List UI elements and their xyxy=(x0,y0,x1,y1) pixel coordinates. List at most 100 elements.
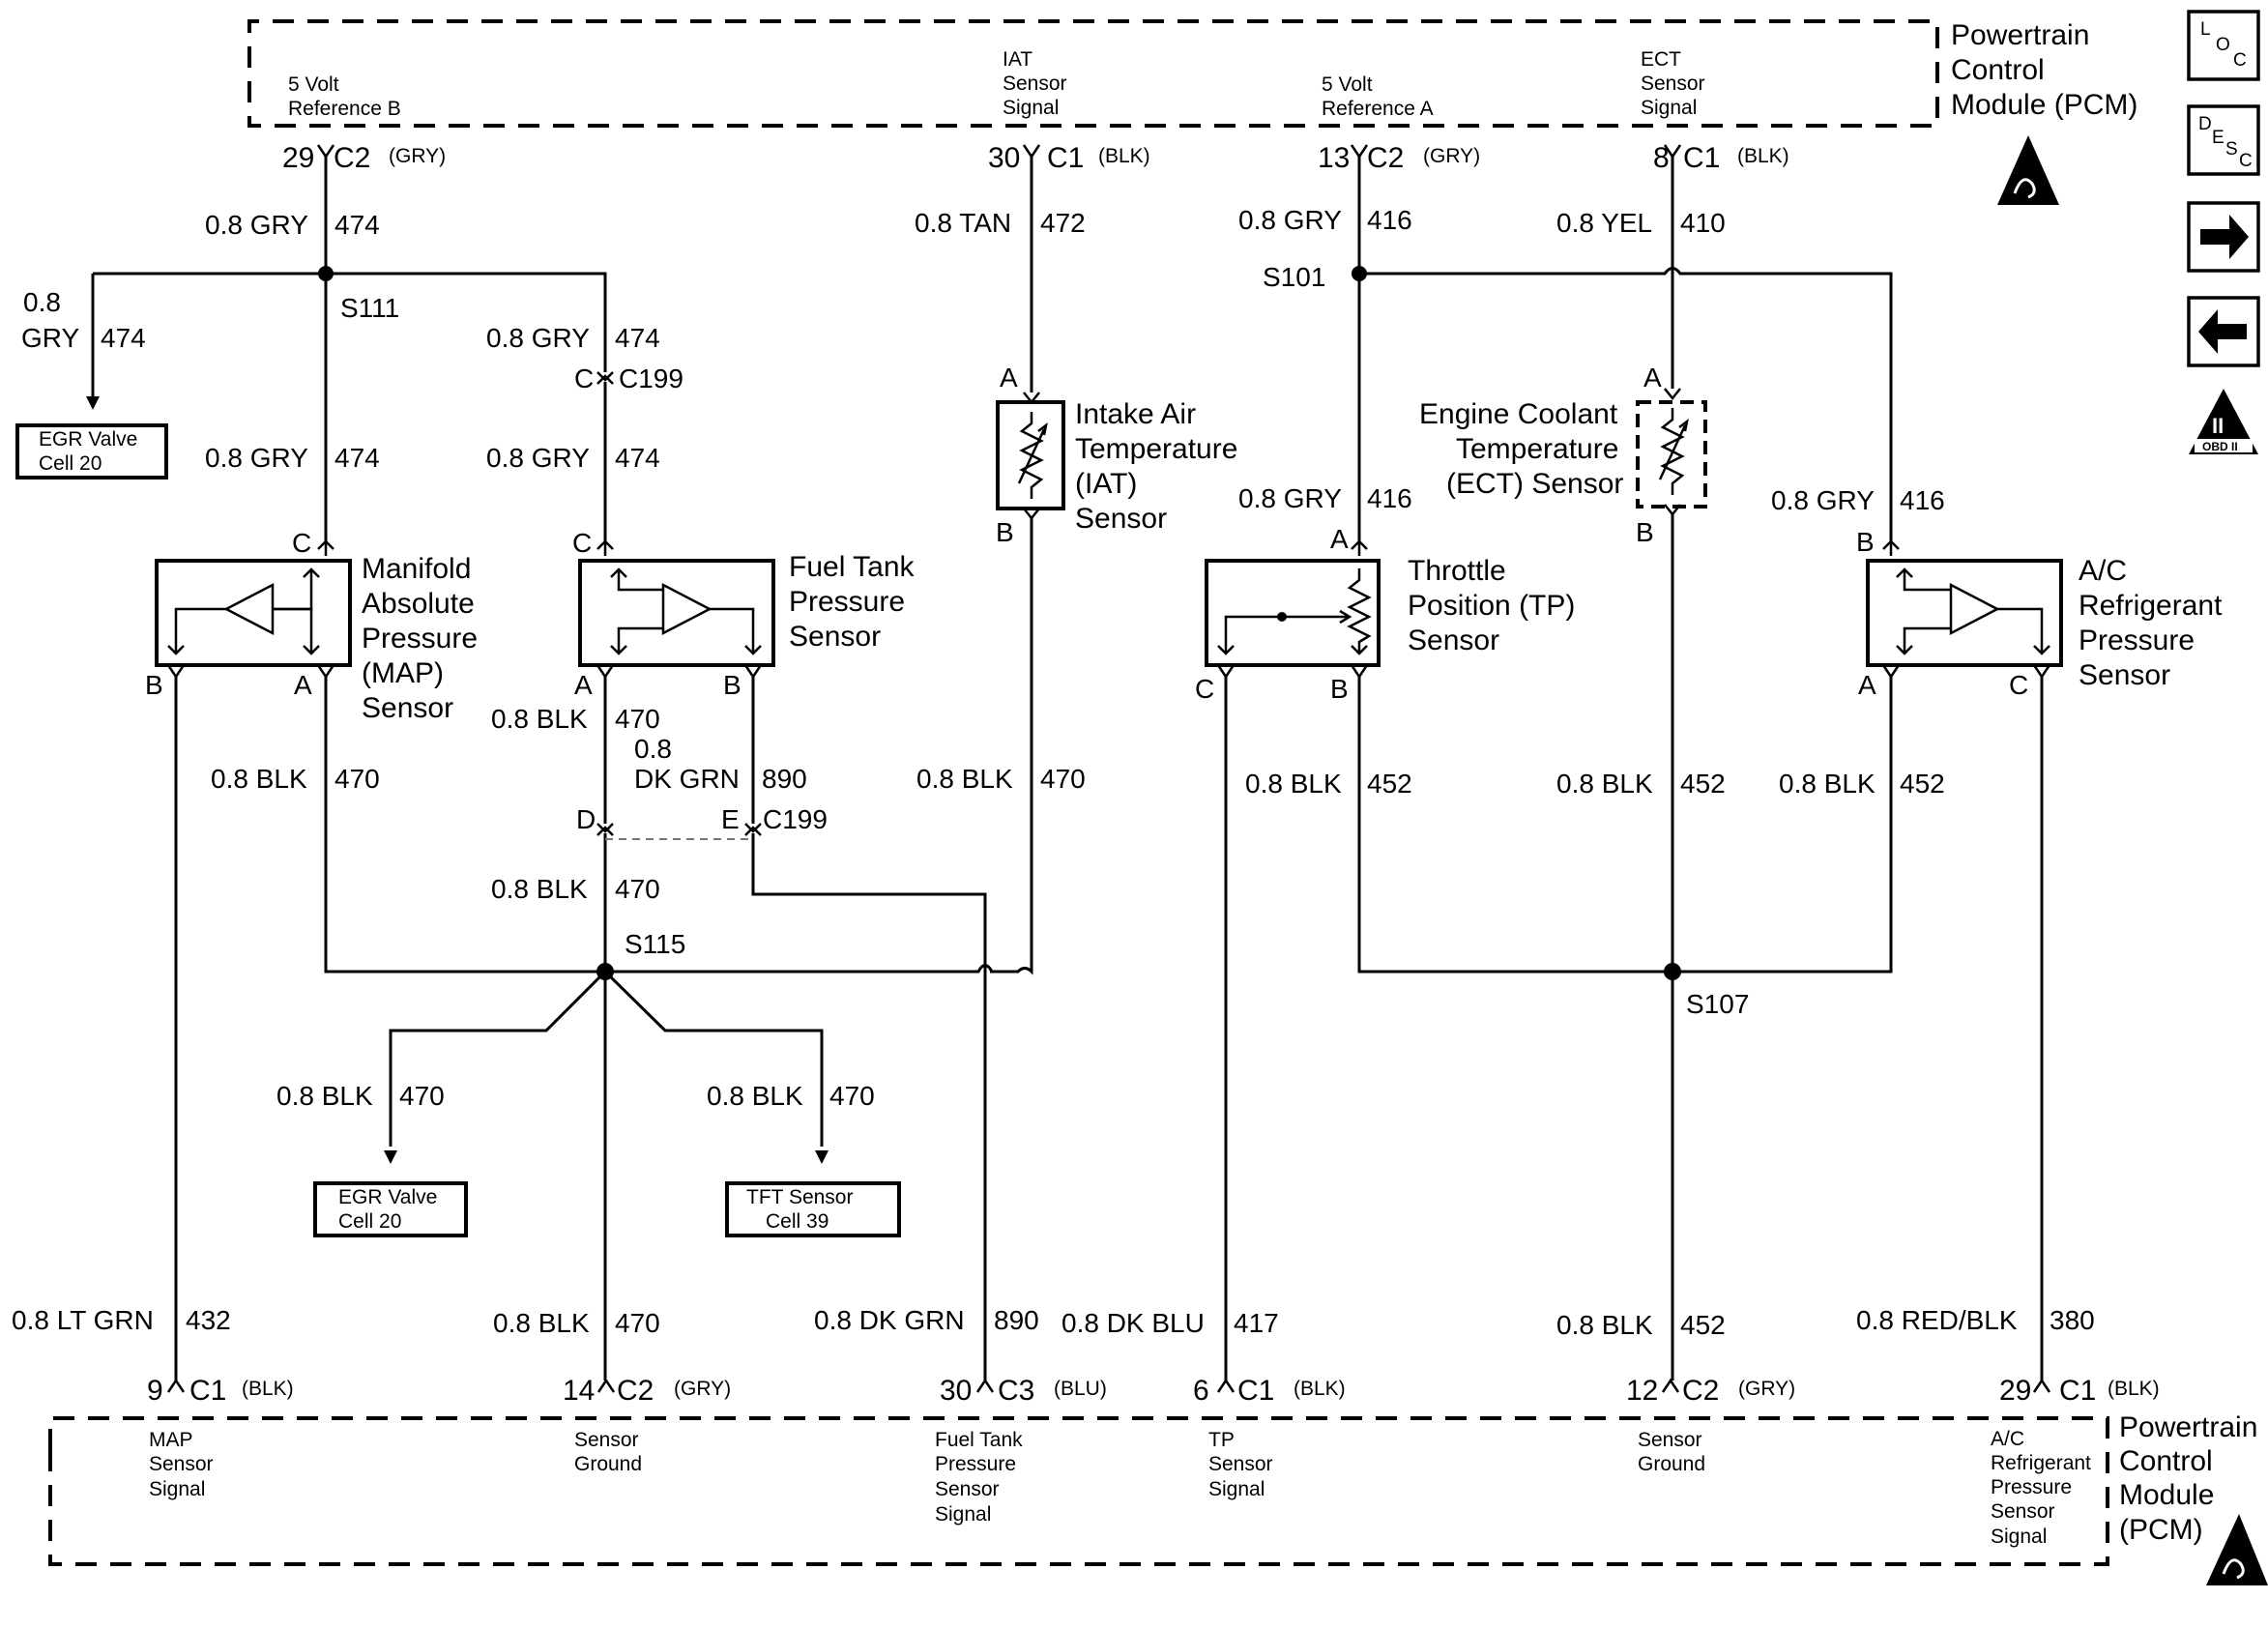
pcm-pin-12-c2: 12 C2 (GRY) xyxy=(1626,1375,1795,1407)
pin-label: B xyxy=(1856,527,1875,557)
svg-text:13: 13 xyxy=(1318,142,1350,174)
pin-label: C xyxy=(572,528,592,558)
pcm-pin-desc: IAT xyxy=(1003,48,1032,71)
svg-text:C2: C2 xyxy=(1682,1375,1719,1407)
svg-text:0.8 BLK: 0.8 BLK xyxy=(916,764,1013,794)
svg-text:EGR Valve: EGR Valve xyxy=(338,1186,437,1208)
pcm-top-title-line: Powertrain xyxy=(1951,19,2089,51)
pcm-pin-desc: Sensor xyxy=(149,1453,214,1475)
pin-label: A xyxy=(1330,524,1349,554)
svg-text:470: 470 xyxy=(615,1308,660,1338)
pcm-pin-desc: ECT xyxy=(1641,48,1681,71)
wire-474-top: 0.8 GRY 474 xyxy=(205,210,380,240)
esd-warning-icon xyxy=(2206,1514,2268,1585)
pcm-pin-desc: Ground xyxy=(1638,1453,1705,1475)
svg-text:E: E xyxy=(2212,128,2224,148)
svg-text:0.8 BLK: 0.8 BLK xyxy=(491,874,588,904)
previous-page-button[interactable] xyxy=(2187,296,2260,367)
pcm-pin-13-c2: 13 C2 (GRY) xyxy=(1318,142,1480,174)
svg-text:0.8 BLK: 0.8 BLK xyxy=(1245,769,1342,799)
ref-tft-sensor[interactable]: TFT Sensor Cell 39 xyxy=(725,1181,901,1237)
pcm-bottom-title-line: Control xyxy=(2119,1445,2213,1477)
svg-text:474: 474 xyxy=(334,443,380,473)
svg-text:DK GRN: DK GRN xyxy=(634,764,740,794)
svg-text:470: 470 xyxy=(615,874,660,904)
pcm-pin-desc: 5 Volt xyxy=(1322,73,1373,96)
svg-text:Temperature: Temperature xyxy=(1075,433,1237,465)
pin-label: B xyxy=(1636,517,1654,547)
ref-egr-valve-bottom[interactable]: EGR Valve Cell 20 xyxy=(313,1181,468,1237)
pcm-pin-29-c2: 29 C2 (GRY) xyxy=(282,142,446,174)
svg-text:(MAP): (MAP) xyxy=(362,657,444,689)
svg-text:0.8 GRY: 0.8 GRY xyxy=(1238,205,1342,235)
pcm-pin-29-c1: 29 C1 (BLK) xyxy=(1999,1375,2160,1407)
svg-text:Sensor: Sensor xyxy=(1075,503,1167,535)
splice-label: S111 xyxy=(340,293,399,323)
pin-label: A xyxy=(1858,670,1876,700)
next-page-button[interactable] xyxy=(2187,201,2260,273)
pcm-pin-desc: Signal xyxy=(1641,97,1697,119)
pin-label: A xyxy=(294,670,312,700)
wire-474-ftp-upper: 0.8 GRY 474 xyxy=(486,323,660,353)
svg-text:A/C: A/C xyxy=(2079,555,2127,587)
pin-label: C xyxy=(2009,670,2028,700)
svg-text:C1: C1 xyxy=(189,1375,226,1407)
svg-text:S: S xyxy=(2225,139,2238,160)
connector-c199-mid: D E C199 xyxy=(576,804,828,836)
svg-text:C2: C2 xyxy=(1367,142,1404,174)
svg-text:E: E xyxy=(721,804,740,834)
svg-text:(GRY): (GRY) xyxy=(674,1378,731,1400)
pcm-pin-6-c1: 6 C1 (BLK) xyxy=(1193,1375,1346,1407)
pin-label: B xyxy=(1330,674,1349,704)
svg-text:470: 470 xyxy=(615,704,660,734)
pcm-pin-desc: Sensor xyxy=(1638,1429,1702,1451)
wire-470-tft: 0.8 BLK 470 xyxy=(707,1081,875,1111)
pcm-top: Powertrain Control Module (PCM) 5 Volt R… xyxy=(247,19,2137,205)
svg-text:0.8 LT GRN: 0.8 LT GRN xyxy=(12,1305,154,1335)
svg-text:Pressure: Pressure xyxy=(789,586,905,618)
svg-text:(BLU): (BLU) xyxy=(1054,1378,1107,1400)
pcm-pin-desc: Signal xyxy=(149,1478,205,1500)
svg-text:0.8 DK BLU: 0.8 DK BLU xyxy=(1061,1308,1205,1338)
svg-text:(BLK): (BLK) xyxy=(242,1378,294,1400)
svg-text:470: 470 xyxy=(1040,764,1086,794)
svg-text:(GRY): (GRY) xyxy=(1738,1378,1795,1400)
obd-ii-icon[interactable]: II OBD II xyxy=(2189,389,2258,454)
svg-text:432: 432 xyxy=(186,1305,231,1335)
svg-text:(GRY): (GRY) xyxy=(1423,145,1480,167)
location-button[interactable]: L O C xyxy=(2187,10,2260,81)
svg-text:0.8 BLK: 0.8 BLK xyxy=(493,1308,590,1338)
svg-text:0.8 GRY: 0.8 GRY xyxy=(486,443,590,473)
svg-text:6: 6 xyxy=(1193,1375,1209,1407)
svg-text:29: 29 xyxy=(282,142,314,174)
splices: S111 S115 S101 S107 xyxy=(318,262,1749,1019)
svg-text:C2: C2 xyxy=(334,142,370,174)
wire-417: 0.8 DK BLU 417 xyxy=(1061,1308,1279,1338)
svg-text:C1: C1 xyxy=(1047,142,1084,174)
pcm-pin-desc: A/C xyxy=(1991,1428,2024,1450)
svg-text:Temperature: Temperature xyxy=(1456,433,1618,465)
splice-label: S101 xyxy=(1263,262,1325,292)
svg-text:470: 470 xyxy=(399,1081,445,1111)
pin-label: B xyxy=(723,670,741,700)
svg-text:(BLK): (BLK) xyxy=(2108,1378,2160,1400)
svg-text:Fuel Tank: Fuel Tank xyxy=(789,551,916,583)
svg-text:Refrigerant: Refrigerant xyxy=(2079,590,2223,622)
intake-air-temperature-sensor: A B Intake Air Temperature (IAT) Sensor xyxy=(996,363,1237,547)
ref-egr-valve-top[interactable]: EGR Valve Cell 20 xyxy=(15,423,168,480)
svg-text:L: L xyxy=(2200,19,2211,40)
svg-text:0.8 GRY: 0.8 GRY xyxy=(205,210,308,240)
wire-labels: 0.8 GRY 474 0.8 GRY 474 0.8 GRY 474 0.8 … xyxy=(12,205,2095,1340)
svg-text:C: C xyxy=(574,363,594,393)
svg-text:C: C xyxy=(2233,50,2247,71)
svg-text:(BLK): (BLK) xyxy=(1737,145,1789,167)
wire-416-ac: 0.8 GRY 416 xyxy=(1771,485,1945,515)
svg-text:0.8 BLK: 0.8 BLK xyxy=(491,704,588,734)
svg-text:Manifold: Manifold xyxy=(362,553,471,585)
pcm-pin-desc: Reference A xyxy=(1322,98,1434,120)
description-button[interactable]: D E S C xyxy=(2187,104,2260,176)
svg-text:12: 12 xyxy=(1626,1375,1658,1407)
pcm-pin-desc: Fuel Tank xyxy=(935,1429,1023,1451)
svg-text:(BLK): (BLK) xyxy=(1098,145,1150,167)
